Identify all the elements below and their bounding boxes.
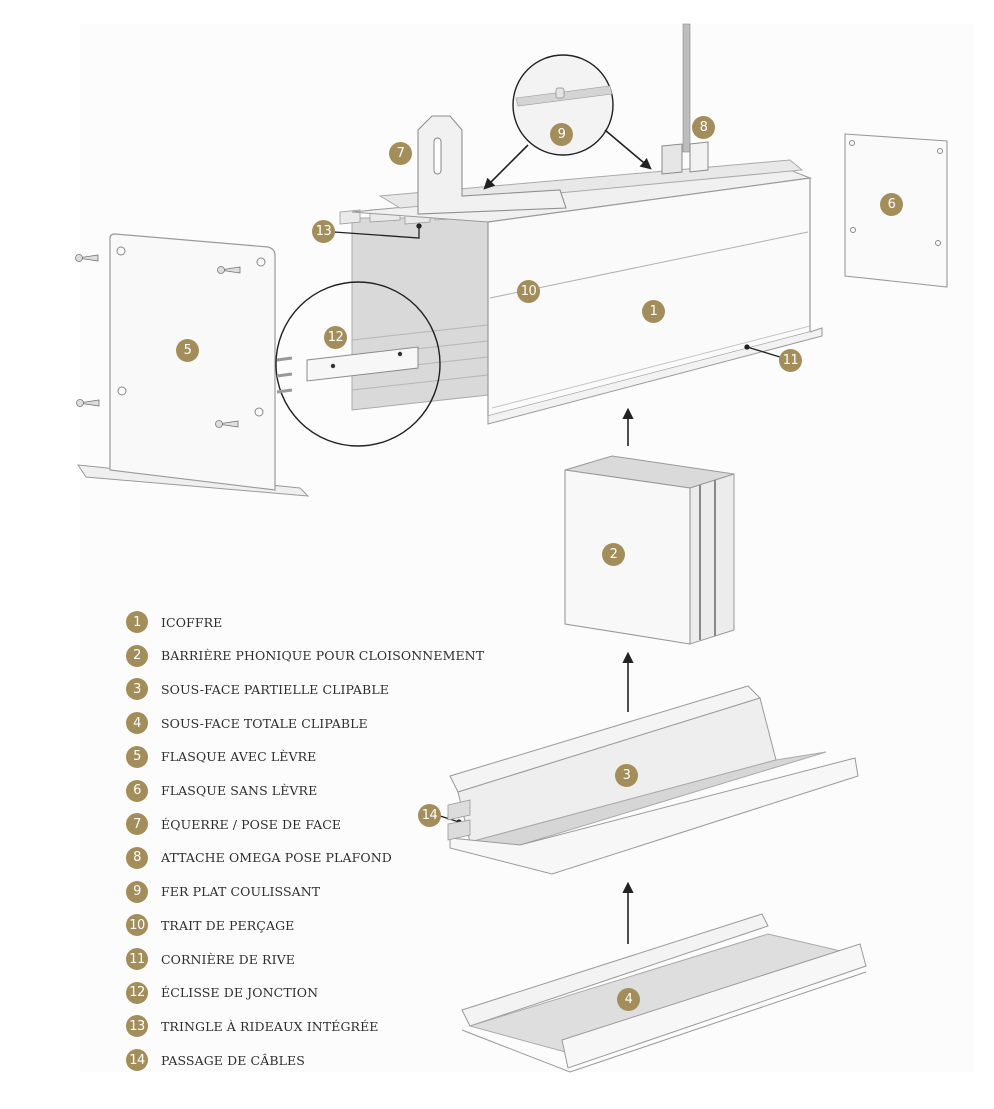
legend-label: ATTACHE OMEGA POSE PLAFOND bbox=[161, 850, 392, 866]
legend-number-badge: 2 bbox=[126, 644, 148, 667]
legend-item: 6 FLASQUE SANS LÈVRE bbox=[126, 779, 317, 803]
legend-item: 8 ATTACHE OMEGA POSE PLAFOND bbox=[126, 846, 392, 870]
callout-8: 8 bbox=[692, 116, 715, 139]
legend-label: CORNIÈRE DE RIVE bbox=[161, 951, 295, 967]
legend-item: 2 BARRIÈRE PHONIQUE POUR CLOISONNEMENT bbox=[126, 644, 484, 668]
legend-label: BARRIÈRE PHONIQUE POUR CLOISONNEMENT bbox=[161, 648, 485, 664]
callout-5: 5 bbox=[176, 339, 199, 362]
legend-label: FLASQUE AVEC LÈVRE bbox=[161, 749, 317, 765]
callout-11: 11 bbox=[779, 349, 802, 372]
legend-item: 14 PASSAGE DE CÂBLES bbox=[126, 1048, 305, 1072]
detail-circle-eclisse bbox=[275, 281, 441, 447]
legend-item: 5 FLASQUE AVEC LÈVRE bbox=[126, 745, 316, 769]
legend-number-badge: 12 bbox=[126, 981, 148, 1004]
legend-number-badge: 14 bbox=[126, 1049, 148, 1072]
legend-item: 13 TRINGLE À RIDEAUX INTÉGRÉE bbox=[126, 1014, 379, 1038]
legend-item: 7 ÉQUERRE / POSE DE FACE bbox=[126, 812, 341, 836]
legend-label: TRINGLE À RIDEAUX INTÉGRÉE bbox=[161, 1018, 379, 1034]
legend-number-badge: 4 bbox=[126, 712, 148, 735]
legend-label: FER PLAT COULISSANT bbox=[161, 884, 321, 900]
legend-label: PASSAGE DE CÂBLES bbox=[161, 1052, 305, 1068]
callout-12: 12 bbox=[324, 326, 347, 349]
callout-3: 3 bbox=[615, 764, 638, 787]
legend-number-badge: 10 bbox=[126, 914, 148, 937]
legend-number-badge: 13 bbox=[126, 1015, 148, 1038]
screw-icon bbox=[75, 254, 241, 428]
part-flasque-avec-levre bbox=[75, 233, 310, 497]
callout-4: 4 bbox=[617, 988, 640, 1011]
legend-label: ICOFFRE bbox=[161, 614, 223, 630]
legend-label: ÉQUERRE / POSE DE FACE bbox=[161, 816, 342, 832]
callout-7: 7 bbox=[389, 142, 412, 165]
legend-item: 3 SOUS-FACE PARTIELLE CLIPABLE bbox=[126, 677, 389, 701]
legend-label: SOUS-FACE TOTALE CLIPABLE bbox=[161, 715, 368, 731]
detail-circle-fer-plat bbox=[483, 54, 652, 190]
callout-13: 13 bbox=[312, 220, 335, 243]
legend-number-badge: 3 bbox=[126, 678, 148, 701]
legend-number-badge: 1 bbox=[126, 611, 148, 633]
legend-number-badge: 9 bbox=[126, 880, 148, 903]
part-sous-face-totale bbox=[461, 913, 867, 1073]
legend-label: ÉCLISSE DE JONCTION bbox=[161, 985, 319, 1001]
legend-item: 4 SOUS-FACE TOTALE CLIPABLE bbox=[126, 711, 368, 735]
legend-item: 9 FER PLAT COULISSANT bbox=[126, 880, 320, 904]
legend-label: FLASQUE SANS LÈVRE bbox=[161, 783, 318, 798]
legend-item: 12 ÉCLISSE DE JONCTION bbox=[126, 981, 318, 1005]
callout-1: 1 bbox=[642, 300, 665, 323]
part-icoffre-interior bbox=[339, 205, 489, 411]
part-attache-omega bbox=[661, 23, 709, 175]
part-equerre bbox=[417, 115, 567, 215]
callout-9: 9 bbox=[550, 123, 573, 146]
legend-number-badge: 6 bbox=[126, 779, 148, 802]
callout-14: 14 bbox=[418, 804, 441, 827]
part-icoffre bbox=[351, 159, 823, 425]
callout-2: 2 bbox=[602, 543, 625, 566]
legend-item: 11 CORNIÈRE DE RIVE bbox=[126, 947, 295, 971]
part-sous-face-partielle bbox=[447, 685, 859, 875]
legend-number-badge: 11 bbox=[126, 948, 148, 970]
legend-number-badge: 7 bbox=[126, 813, 148, 836]
legend-number-badge: 5 bbox=[126, 745, 148, 768]
legend-label: TRAIT DE PERÇAGE bbox=[161, 917, 295, 933]
legend-number-badge: 8 bbox=[126, 846, 148, 869]
legend-label: SOUS-FACE PARTIELLE CLIPABLE bbox=[161, 681, 389, 697]
legend-item: 1 ICOFFRE bbox=[126, 610, 222, 634]
callout-6: 6 bbox=[880, 193, 903, 216]
part-barriere-phonique bbox=[564, 455, 735, 645]
callout-10: 10 bbox=[517, 280, 540, 303]
legend-item: 10 TRAIT DE PERÇAGE bbox=[126, 913, 294, 937]
